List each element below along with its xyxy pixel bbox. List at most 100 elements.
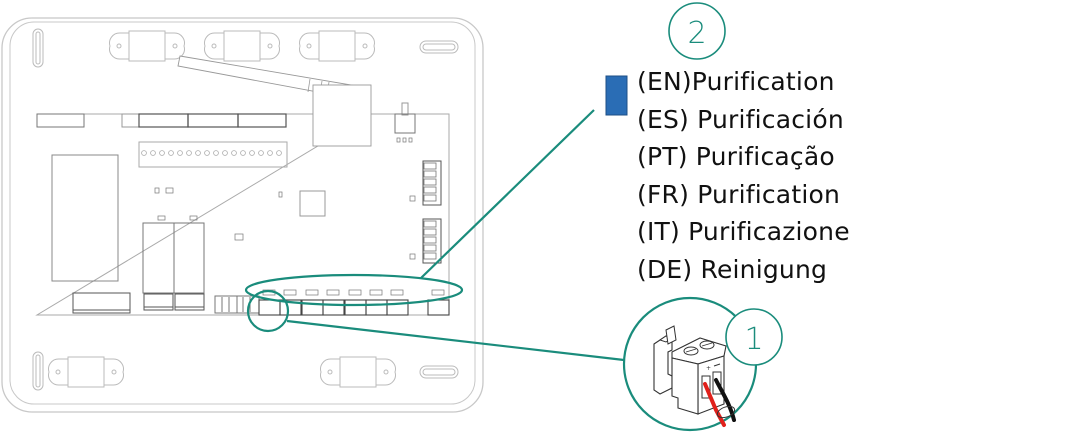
housing-inner	[9, 21, 476, 405]
relay	[173, 222, 205, 294]
callout-2-number: 2	[687, 16, 706, 51]
side-connector-pin	[423, 252, 437, 260]
header-connector	[121, 113, 140, 128]
bottom-connector-row	[258, 289, 450, 316]
power-connector	[72, 292, 131, 314]
bottom-connector	[301, 299, 324, 316]
side-connector-pin	[423, 236, 437, 244]
connector-pins	[326, 289, 340, 296]
smd-part	[409, 253, 416, 260]
mount-slot-bottom-left	[32, 351, 44, 391]
pin	[159, 150, 165, 156]
header-connector	[138, 113, 189, 128]
label-it: (IT) Purificazione	[637, 217, 850, 246]
mount-slot-bottom-right	[419, 365, 459, 379]
transformer	[51, 154, 119, 282]
side-connector-pin	[423, 228, 437, 236]
mounting-tabs-bottom	[48, 356, 396, 388]
pin	[195, 150, 201, 156]
side-connector	[422, 160, 442, 206]
mounting-hole	[55, 369, 61, 375]
purification-legend: (EN)Purification (ES) Purificación (PT) …	[637, 63, 850, 288]
side-connector-pin	[423, 170, 437, 178]
bottom-connector	[322, 299, 345, 316]
mounting-tab	[204, 32, 280, 60]
label-en: (EN)Purification	[637, 67, 835, 96]
smd-part	[409, 195, 416, 202]
pin	[186, 150, 192, 156]
mounting-tab-block	[67, 356, 105, 388]
callout-2-highlight	[244, 273, 464, 307]
bottom-connector	[365, 299, 388, 316]
bottom-connector	[344, 299, 367, 316]
pin	[240, 150, 246, 156]
pin	[204, 150, 210, 156]
callout-1-number: 1	[744, 322, 763, 357]
connector-pins	[431, 289, 445, 296]
pin	[222, 150, 228, 156]
mount-slot-top-left	[32, 28, 44, 68]
connector-pins	[305, 289, 319, 296]
chip	[299, 190, 326, 217]
side-connector-pin	[423, 162, 437, 170]
pin	[258, 150, 264, 156]
mounting-tab	[320, 358, 396, 386]
mounting-hole	[267, 43, 273, 49]
mounting-tab	[299, 32, 375, 60]
pin	[168, 150, 174, 156]
pin	[177, 150, 183, 156]
svg-text:+: +	[706, 365, 711, 372]
mounting-tab	[109, 32, 185, 60]
label-pt: (PT) Purificação	[637, 142, 835, 171]
side-connector-pin	[423, 178, 437, 186]
mounting-hole	[327, 369, 333, 375]
relay-terminal	[143, 293, 174, 311]
side-connector-pin	[423, 186, 437, 194]
header-connector	[36, 113, 85, 128]
callout-2-leader-line	[420, 109, 595, 279]
switch-lever	[401, 102, 409, 116]
connector-pins	[283, 289, 297, 296]
callout-2-badge	[668, 2, 726, 60]
switch-body	[394, 113, 416, 134]
callout-1-badge	[725, 308, 783, 366]
bottom-connector	[279, 299, 302, 316]
mounting-tab-block	[223, 30, 261, 62]
pin	[231, 150, 237, 156]
mounting-hole	[362, 43, 368, 49]
pin	[213, 150, 219, 156]
terminal-connector-illustration: +	[653, 325, 736, 427]
mounting-tab-block	[339, 356, 377, 388]
mount-slot-bottom-right-inner	[422, 368, 456, 376]
label-de: (DE) Reinigung	[637, 254, 828, 284]
callout-1-highlight	[246, 289, 290, 333]
pin	[141, 150, 147, 156]
mounting-tab	[48, 358, 124, 386]
pin-strip	[138, 141, 288, 168]
mounting-tabs-top	[109, 30, 375, 62]
header-connector	[237, 113, 287, 128]
header-connector	[187, 113, 239, 128]
mount-slot-top-right	[419, 40, 459, 54]
side-connector-pin	[423, 244, 437, 252]
callout-1-leader-line	[286, 319, 625, 362]
relay	[142, 222, 175, 294]
side-connector-pin	[423, 194, 437, 202]
connector-pins	[390, 289, 404, 296]
relay-terminal	[174, 293, 205, 311]
mount-slot-top-left-inner	[35, 31, 41, 65]
purification-color-swatch	[605, 75, 628, 116]
connector-pins	[348, 289, 362, 296]
mounting-tab-block	[128, 30, 166, 62]
mounting-hole	[306, 43, 312, 49]
pin	[267, 150, 273, 156]
mounting-hole	[116, 43, 122, 49]
mount-slot-top-right-inner	[422, 43, 456, 51]
side-connector-pin	[423, 220, 437, 228]
connector-pins	[369, 289, 383, 296]
bottom-connector	[258, 299, 281, 316]
pin	[150, 150, 156, 156]
pin	[276, 150, 282, 156]
black-wire	[714, 378, 736, 422]
